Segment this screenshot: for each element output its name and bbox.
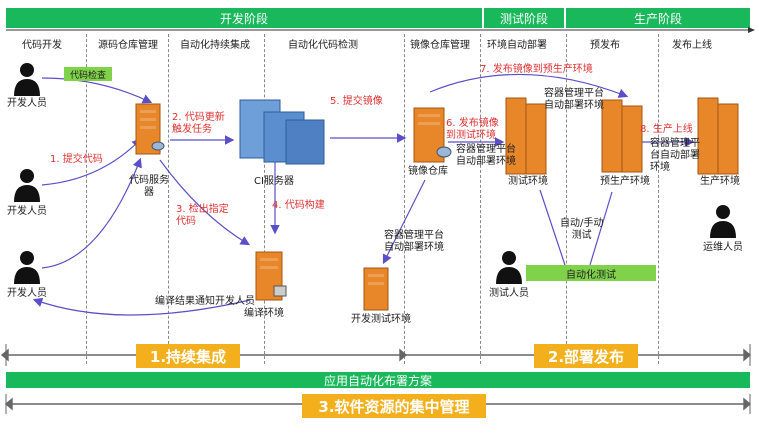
col-image-repo: 镜像仓库管理 [410, 40, 470, 51]
step-4: 4. 代码构建 [272, 200, 325, 211]
phase-test: 测试阶段 [484, 8, 564, 28]
col-ci: 自动化持续集成 [180, 40, 250, 51]
tester-icon [496, 251, 522, 284]
developer-icon [14, 251, 40, 284]
step-6: 6. 发布镜像 到测试环境 [446, 118, 499, 141]
phase-dev: 开发阶段 [6, 8, 482, 28]
divider [404, 34, 405, 364]
ops-icon [710, 205, 736, 238]
code-server-label: 代码服务 器 [129, 175, 169, 198]
ci-server-label: CI服务器 [254, 176, 294, 187]
deploy-section-label: 2.部署发布 [534, 344, 638, 368]
resource-section-label: 3.软件资源的集中管理 [302, 394, 486, 418]
code-check-tag: 代码检查 [64, 67, 112, 81]
build-notify-label: 编译结果通知开发人员 [155, 296, 255, 307]
divider [566, 34, 567, 364]
test-env-label: 测试环境 [508, 176, 548, 187]
step-1: 1. 提交代码 [50, 154, 103, 165]
automation-bar: 应用自动化布署方案 [6, 372, 750, 388]
dev-test-env-icon [363, 267, 389, 311]
build-env-label: 编译环境 [244, 308, 284, 319]
divider [168, 34, 169, 364]
developer-label: 开发人员 [7, 98, 47, 109]
divider [264, 34, 265, 364]
step-8: 8. 生产上线 [640, 124, 693, 135]
developer-icon [14, 169, 40, 202]
divider [86, 34, 87, 364]
divider [480, 34, 481, 364]
developer-icon [14, 63, 40, 96]
test-env-icon [505, 97, 547, 175]
col-code-scan: 自动化代码检测 [288, 40, 358, 51]
step-3: 3. 检出指定 代码 [176, 204, 229, 227]
step-2: 2. 代码更新 触发任务 [172, 112, 225, 135]
col-env-deploy: 环境自动部署 [487, 40, 547, 51]
container-platform-label: 容器管理平台 自动部署环境 [544, 88, 604, 111]
container-platform-label: 容器管理平台 自动部署环境 [384, 230, 444, 253]
timeline-arrow [6, 27, 755, 33]
prod-env-label: 生产环境 [700, 176, 740, 187]
phase-prod: 生产阶段 [566, 8, 750, 28]
ci-server-icon [239, 99, 325, 165]
auto-manual-test-label: 自动/手动 测试 [560, 218, 604, 241]
image-repo-label: 镜像仓库 [408, 166, 448, 177]
code-server-icon [135, 103, 165, 155]
step-7: 7. 发布镜像到预生产环境 [480, 64, 593, 75]
image-repo-icon [413, 107, 452, 163]
ci-section-label: 1.持续集成 [136, 344, 240, 368]
preprod-env-label: 预生产环境 [600, 176, 650, 187]
auto-test-bar: 自动化测试 [526, 265, 656, 281]
container-platform-label: 容器管理平台 自动部署环境 [456, 144, 516, 167]
col-code-dev: 代码开发 [22, 40, 62, 51]
tester-label: 测试人员 [489, 288, 529, 299]
divider [658, 34, 659, 364]
col-release: 发布上线 [672, 40, 712, 51]
step-5: 5. 提交镜像 [330, 96, 383, 107]
prod-env-icon [697, 97, 739, 175]
preprod-env-icon [601, 99, 643, 173]
col-prerelease: 预发布 [590, 40, 620, 51]
developer-label: 开发人员 [7, 206, 47, 217]
container-platform-label: 容器管理平 台自动部署 环境 [650, 138, 700, 173]
dev-test-env-label: 开发测试环境 [351, 314, 411, 325]
col-source-repo: 源码仓库管理 [98, 40, 158, 51]
ops-label: 运维人员 [703, 242, 743, 253]
developer-label: 开发人员 [7, 288, 47, 299]
build-env-icon [255, 251, 287, 301]
